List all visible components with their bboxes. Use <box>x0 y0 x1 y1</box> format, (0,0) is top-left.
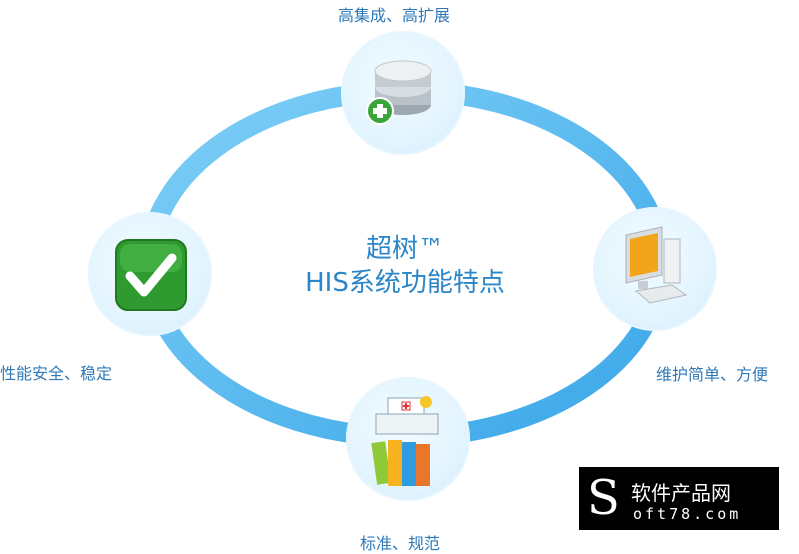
label-left: 性能安全、稳定 <box>0 364 113 383</box>
watermark-text-bottom: oft78.com <box>633 505 742 523</box>
watermark-logo: S 软件产品网 oft78.com <box>579 467 779 530</box>
center-title-brand: 超树™ <box>365 234 444 264</box>
label-bottom: 标准、规范 <box>360 534 441 553</box>
database-add-icon <box>366 60 432 125</box>
computer-icon <box>625 226 688 304</box>
watermark-text-top: 软件产品网 <box>631 481 731 505</box>
label-top: 高集成、高扩展 <box>338 6 451 25</box>
checkmark-icon <box>115 239 187 311</box>
center-title: 超树™ HIS系统功能特点 <box>230 232 580 300</box>
watermark-letter: S <box>587 470 620 526</box>
center-title-subtitle: HIS系统功能特点 <box>305 268 505 298</box>
label-right: 维护简单、方便 <box>656 365 769 384</box>
hospital-books-icon <box>371 396 439 486</box>
